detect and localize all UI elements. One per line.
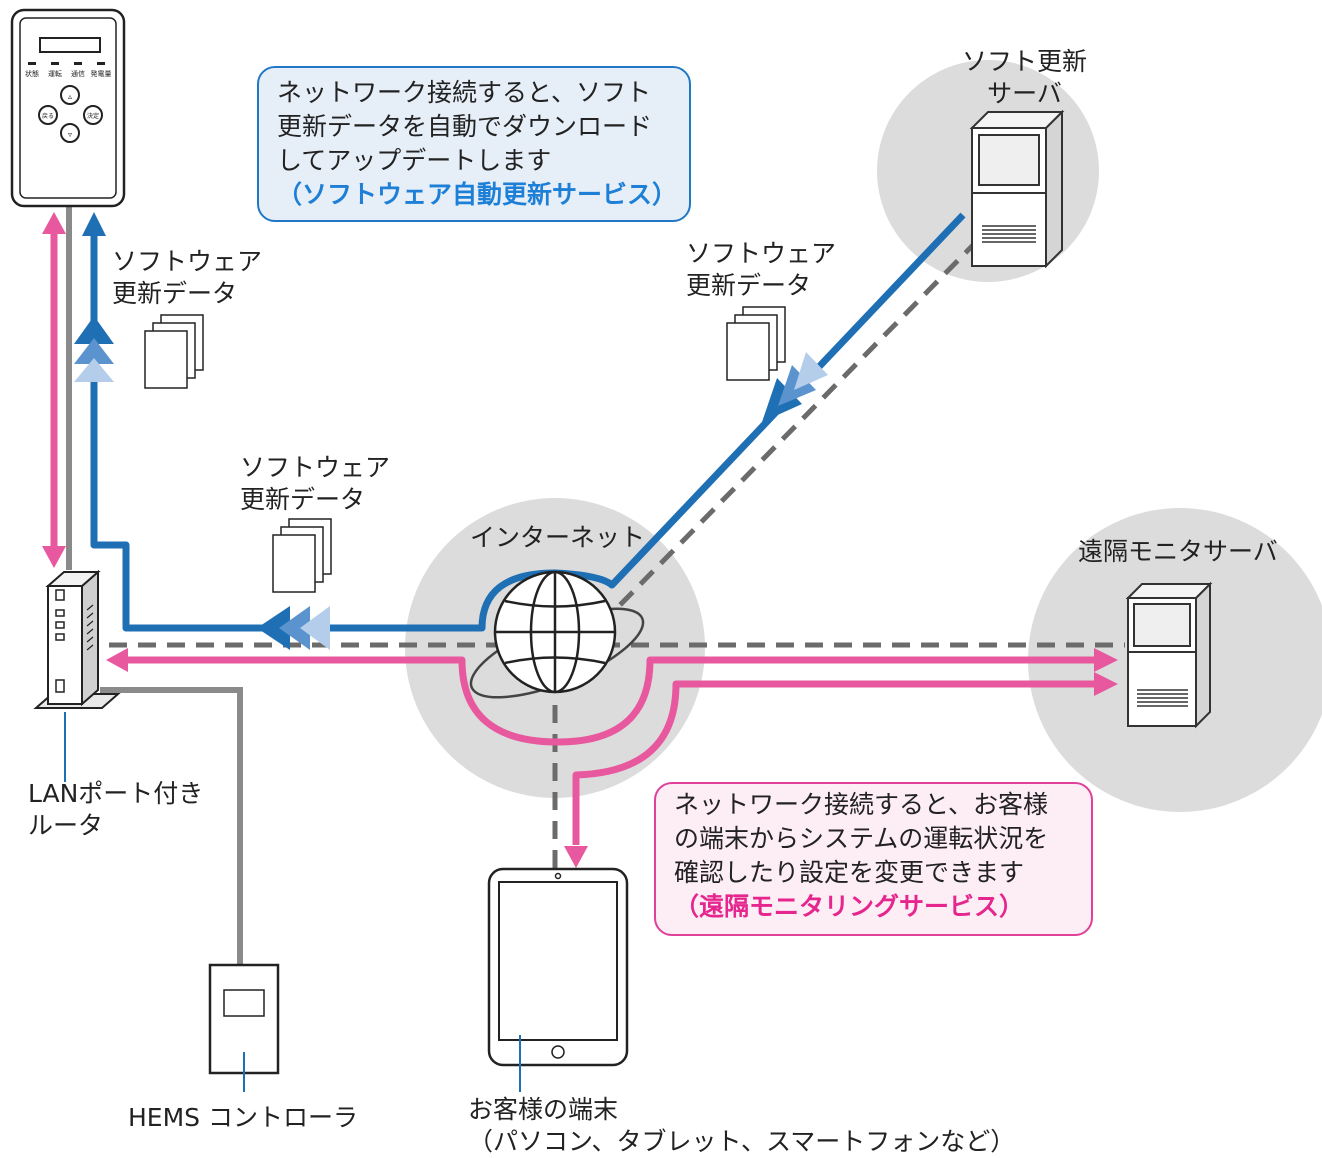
power-controller-icon: 状態 運転 通信 発電量 ▵ ▿ 戻る 決定 xyxy=(10,8,126,208)
update-server-icon xyxy=(969,109,1065,269)
indicator-label-status: 状態 xyxy=(25,69,39,78)
globe-icon xyxy=(469,570,645,699)
callout-line: 更新データを自動でダウンロード xyxy=(277,112,653,141)
service-name: （遠隔モニタリングサービス） xyxy=(674,892,1025,921)
software-update-callout: ネットワーク接続すると、ソフト 更新データを自動でダウンロード してアップデート… xyxy=(257,66,691,222)
callout-line: してアップデートします xyxy=(277,146,552,175)
router-icon xyxy=(33,569,121,709)
router-label: LANポート付き ルータ xyxy=(28,779,204,840)
callout-line: ネットワーク接続すると、ソフト xyxy=(277,78,652,107)
document-stack-icon xyxy=(272,518,332,593)
indicator-label-comm: 通信 xyxy=(71,69,85,78)
customer-terminal-label: お客様の端末 （パソコン、タブレット、スマートフォンなど） xyxy=(468,1095,1016,1156)
update-data-label: ソフトウェア 更新データ xyxy=(240,453,391,514)
hems-label: HEMS コントローラ xyxy=(128,1103,358,1132)
monitor-server-label: 遠隔モニタサーバ xyxy=(1078,537,1278,566)
document-stack-icon xyxy=(726,306,786,381)
callout-line: 確認したり設定を変更できます xyxy=(674,858,1025,887)
up-button xyxy=(60,85,80,105)
update-data-label: ソフトウェア 更新データ xyxy=(686,239,837,300)
svg-text:▵: ▵ xyxy=(68,92,72,101)
leftward-data-chevrons xyxy=(257,606,330,650)
update-server-label: ソフト更新 サーバ xyxy=(962,47,1088,108)
down-button xyxy=(60,123,80,143)
update-data-label: ソフトウェア 更新データ xyxy=(112,247,263,308)
upward-data-chevrons xyxy=(74,316,114,382)
update-arrowhead xyxy=(82,212,106,236)
diagonal-data-chevrons xyxy=(762,352,828,422)
monitor-server-icon xyxy=(1125,581,1213,729)
svg-text:決定: 決定 xyxy=(87,112,99,120)
back-button xyxy=(38,105,58,125)
pink-arrowheads xyxy=(42,212,1118,868)
gray-lines xyxy=(66,205,243,965)
remote-monitoring-path xyxy=(50,228,1096,845)
internet-label: インターネット xyxy=(470,523,646,552)
service-name: （ソフトウェア自動更新サービス） xyxy=(277,180,678,209)
svg-text:▿: ▿ xyxy=(68,130,72,139)
indicator-label-run: 運転 xyxy=(48,69,62,78)
document-stack-icon xyxy=(144,314,204,389)
enter-button xyxy=(83,105,103,125)
remote-monitoring-callout: ネットワーク接続すると、お客様 の端末からシステムの運転状況を 確認したり設定を… xyxy=(654,782,1093,936)
tablet-icon xyxy=(487,867,629,1067)
callout-line: ネットワーク接続すると、お客様 xyxy=(674,790,1049,819)
indicator-label-power: 発電量 xyxy=(91,69,112,78)
callout-line: の端末からシステムの運転状況を xyxy=(674,824,1049,853)
software-update-path xyxy=(90,212,966,632)
svg-text:戻る: 戻る xyxy=(42,112,54,120)
